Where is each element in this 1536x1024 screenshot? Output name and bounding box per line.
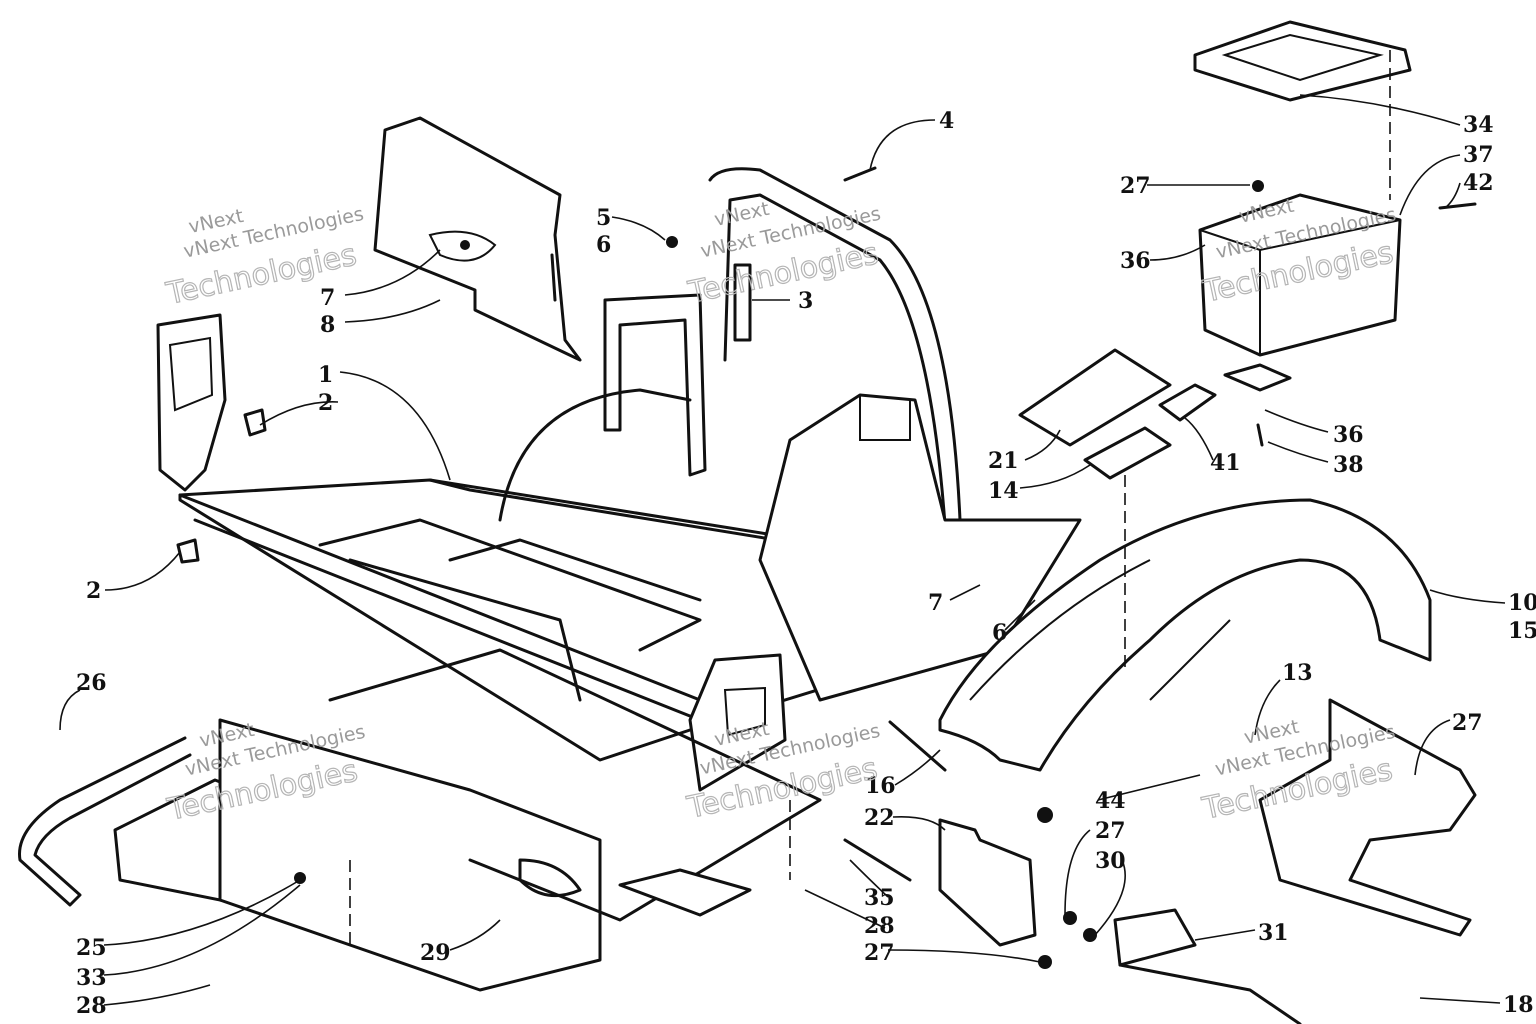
- callout-2b: 2: [86, 578, 101, 604]
- centerlines: [349, 50, 1391, 950]
- callout-42: 42: [1463, 170, 1494, 196]
- callout-27-top: 27: [1120, 173, 1151, 199]
- callout-28b: 28: [76, 993, 107, 1019]
- callout-35: 35: [864, 885, 895, 911]
- decals: [1018, 348, 1217, 480]
- callout-44: 44: [1095, 788, 1126, 814]
- bar-31: [1113, 908, 1302, 1024]
- callout-6b: 6: [992, 620, 1007, 646]
- leader-lines: [59, 94, 1506, 1006]
- callout-41: 41: [1210, 450, 1241, 476]
- callout-2: 2: [318, 390, 333, 416]
- callout-36b: 36: [1333, 422, 1364, 448]
- center-pedestal: [758, 393, 1082, 702]
- callout-21: 21: [988, 448, 1019, 474]
- callout-10: 10: [1508, 590, 1536, 616]
- callout-4: 4: [939, 108, 954, 134]
- callout-numbers: 1 2 2 3 4 5 6 7 8 7 6 10 15 13 14 21 41 …: [76, 108, 1536, 1019]
- callout-18: 18: [1503, 992, 1534, 1018]
- callout-28: 28: [864, 913, 895, 939]
- callout-27-bottom: 27: [864, 940, 895, 966]
- callout-38: 38: [1333, 452, 1364, 478]
- callout-13: 13: [1282, 660, 1313, 686]
- bolts: [176, 166, 1477, 969]
- callout-6: 6: [596, 232, 611, 258]
- callout-8: 8: [320, 312, 335, 338]
- battery-box: [1193, 20, 1412, 392]
- callout-7b: 7: [928, 590, 943, 616]
- right-footrest: [1258, 698, 1477, 937]
- callout-7: 7: [320, 285, 335, 311]
- bracket-22: [938, 818, 1037, 947]
- floor-plate: [328, 648, 822, 922]
- watermark-small: vNext: [712, 198, 771, 231]
- callout-26: 26: [76, 670, 107, 696]
- front-bracket-left: [156, 313, 227, 492]
- callout-30: 30: [1095, 848, 1126, 874]
- callout-25: 25: [76, 935, 107, 961]
- callout-22: 22: [864, 805, 895, 831]
- steering-loop: [603, 167, 962, 527]
- callout-3: 3: [798, 288, 813, 314]
- callout-29: 29: [420, 940, 451, 966]
- callout-33: 33: [76, 965, 107, 991]
- console-bracket: [373, 116, 582, 362]
- front-bumper: [18, 736, 192, 907]
- callout-37: 37: [1463, 142, 1494, 168]
- callout-36: 36: [1120, 248, 1151, 274]
- callout-31: 31: [1258, 920, 1289, 946]
- callout-5: 5: [596, 205, 611, 231]
- callout-27-right: 27: [1452, 710, 1483, 736]
- belly-pan: [113, 718, 602, 992]
- callout-16: 16: [865, 773, 896, 799]
- callout-34: 34: [1463, 112, 1494, 138]
- callout-27-mid: 27: [1095, 818, 1126, 844]
- callout-1: 1: [318, 362, 333, 388]
- callout-14: 14: [988, 478, 1019, 504]
- callout-15: 15: [1508, 618, 1536, 644]
